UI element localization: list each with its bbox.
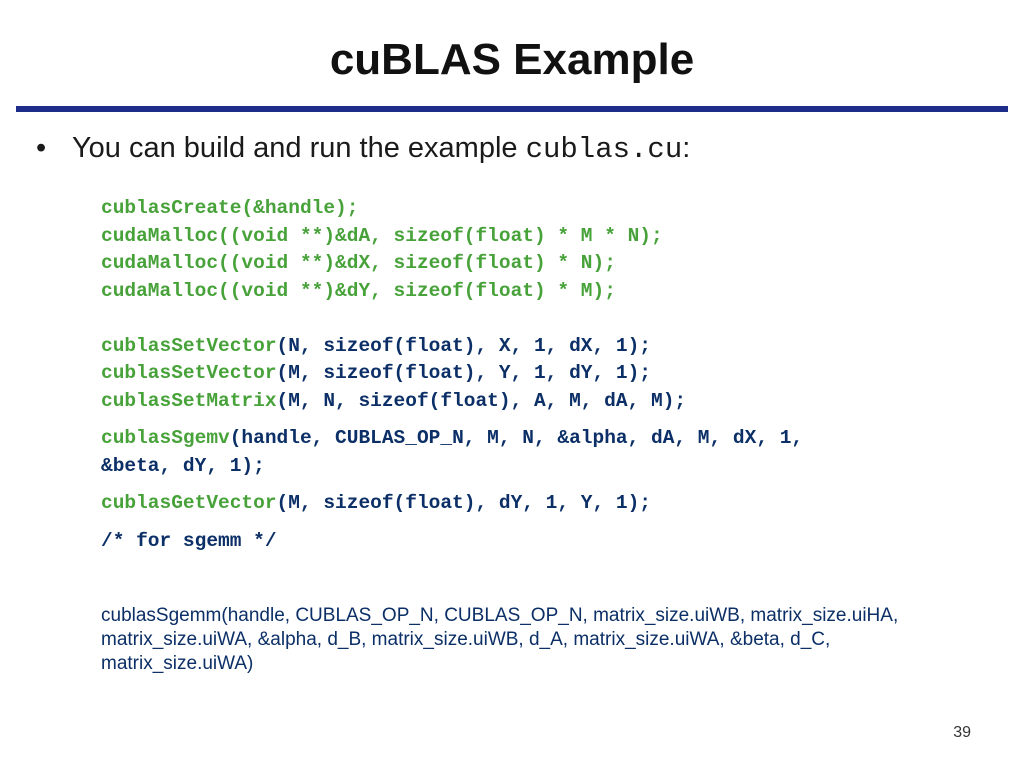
bullet-dot: • [36,132,47,164]
code-args: (M, sizeof(float), dY, 1, Y, 1); [276,492,651,514]
code-line-malloc-dy: cudaMalloc((void **)&dY, sizeof(float) *… [101,278,1001,306]
slide-title: cuBLAS Example [329,35,695,84]
bullet-item: • You can build and run the example cubla… [36,128,690,170]
code-line-sgemv-cont: &beta, dY, 1); [101,453,1001,481]
code-args: (handle, CUBLAS_OP_N, M, N, &alpha, dA, … [229,427,804,449]
code-spacer [101,480,1001,490]
code-line-getvector: cublasGetVector(M, sizeof(float), dY, 1,… [101,490,1001,518]
code-line-malloc-dx: cudaMalloc((void **)&dX, sizeof(float) *… [101,250,1001,278]
code-args: ((void **)&dY, sizeof(float) * M); [218,279,616,302]
bullet-code-filename: cublas.cu [525,133,683,166]
code-args: (&handle); [241,197,359,219]
code-line-malloc-da: cudaMalloc((void **)&dA, sizeof(float) *… [101,223,1001,251]
page-number: 39 [953,724,971,741]
code-args: (N, sizeof(float), X, 1, dX, 1); [276,334,651,357]
sgemm-line: matrix_size.uiWA, &alpha, d_B, matrix_si… [101,629,831,650]
sgemm-call-text: cublasSgemm(handle, CUBLAS_OP_N, CUBLAS_… [101,604,1001,676]
code-args: ((void **)&dX, sizeof(float) * N); [218,252,616,274]
code-line-create: cublasCreate(&handle); [101,195,1001,223]
code-function: cublasSetVector [101,334,277,357]
sgemm-line: cublasSgemm(handle, CUBLAS_OP_N, CUBLAS_… [101,605,899,626]
code-block: cublasCreate(&handle); cudaMalloc((void … [101,195,1001,555]
code-function: cudaMalloc [101,279,219,302]
code-function: cublasGetVector [101,492,277,514]
code-line-setvector-x: cublasSetVector(N, sizeof(float), X, 1, … [101,333,1001,361]
title-divider-bar [16,106,1008,112]
bullet-text-prefix: You can build and run the example [72,132,526,164]
code-function: cudaMalloc [101,224,219,247]
code-function: cudaMalloc [101,252,219,274]
code-function: cublasSetMatrix [101,389,277,412]
code-args: (M, N, sizeof(float), A, M, dA, M); [276,389,687,412]
code-comment: /* for sgemm */ [101,529,277,552]
sgemm-line: matrix_size.uiWA) [101,653,254,674]
code-function: cublasSetVector [101,362,277,384]
code-spacer [101,415,1001,425]
code-function: cublasSgemv [101,427,230,449]
code-args: &beta, dY, 1); [101,454,265,477]
code-function: cublasCreate [101,197,242,219]
code-spacer [101,305,1001,333]
code-args: (M, sizeof(float), Y, 1, dY, 1); [276,362,651,384]
bullet-text-suffix: : [682,132,691,164]
code-line-setmatrix: cublasSetMatrix(M, N, sizeof(float), A, … [101,388,1001,416]
code-line-sgemv: cublasSgemv(handle, CUBLAS_OP_N, M, N, &… [101,425,1001,453]
code-spacer [101,518,1001,528]
code-line-setvector-y: cublasSetVector(M, sizeof(float), Y, 1, … [101,360,1001,388]
code-args: ((void **)&dA, sizeof(float) * M * N); [218,224,663,247]
title-divider [16,106,1008,112]
